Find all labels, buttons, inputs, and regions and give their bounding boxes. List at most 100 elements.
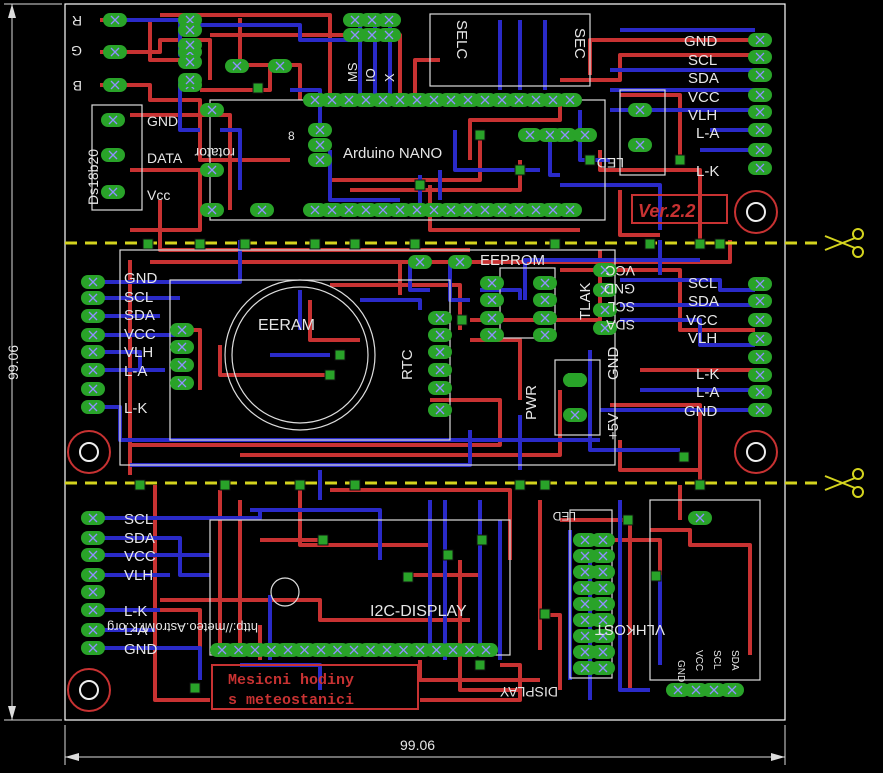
mid-left-header-pad (81, 291, 105, 305)
dim-width-label: 99.06 (400, 737, 435, 753)
tr-pin-la: L-A (696, 125, 719, 142)
component-pad (593, 283, 617, 297)
led-header-pad (573, 549, 597, 563)
display-pad (474, 643, 498, 657)
mid-left-header-pad (81, 363, 105, 377)
via (549, 238, 561, 250)
via (324, 369, 336, 381)
mr-pin-vcc: VCC (686, 312, 718, 329)
ds-pin-gnd: GND (147, 113, 178, 129)
bot-left-header-pad (81, 531, 105, 545)
bl-pin-scl: SCL (124, 511, 153, 528)
bl-pin-lk: L-K (124, 603, 147, 620)
component-pad (170, 340, 194, 354)
via (349, 479, 361, 491)
vlhkost-pad (720, 683, 744, 697)
mr-pin-gnd: GND (684, 403, 718, 420)
component-pad (200, 163, 224, 177)
via (442, 549, 454, 561)
mid-right-header-pad (748, 368, 772, 382)
vlhkost-pad (688, 511, 712, 525)
header-io: IO (363, 68, 378, 82)
via (317, 534, 329, 546)
via (334, 349, 346, 361)
component-pad (170, 376, 194, 390)
vlhkost-label: VLHKOST (595, 621, 665, 638)
rgb-led-labels: R G B (71, 13, 82, 94)
led-header-pad (591, 613, 615, 627)
ds18b20-label: Ds18b20 (85, 149, 101, 205)
rgb-pad (103, 45, 127, 59)
header-x: X (382, 73, 397, 82)
ml-pin-scl: SCL (124, 289, 153, 306)
vlhkost-pad (684, 683, 708, 697)
via (476, 534, 488, 546)
vk-pin-vcc: VCC (693, 650, 704, 671)
ml-pin-gnd: GND (124, 270, 158, 287)
component-pad (533, 311, 557, 325)
rgb-label-r: R (72, 13, 82, 29)
mr-pin-vlh: VLH (688, 330, 717, 347)
bl-pin-la: L-A (124, 622, 147, 639)
vk-pin-gnd: GND (675, 660, 686, 682)
version-label: Ver.2.2 (638, 201, 695, 221)
led-header-pad (573, 645, 597, 659)
via (414, 179, 426, 191)
via (239, 238, 251, 250)
led-header-pad (573, 565, 597, 579)
component-pad (628, 103, 652, 117)
text-box (211, 664, 419, 710)
led-header-pad (591, 597, 615, 611)
component-pad (628, 138, 652, 152)
pwr-square (568, 373, 582, 387)
via (650, 570, 662, 582)
top-right-header-pad (748, 123, 772, 137)
gnd-pwr-label: GND (605, 347, 622, 381)
led-header-pad (591, 549, 615, 563)
bl-pin-vlh: VLH (124, 567, 153, 584)
top-right-header-pad (748, 105, 772, 119)
component-pad (308, 153, 332, 167)
component-pad (428, 381, 452, 395)
led-header-pad (591, 661, 615, 675)
via (678, 451, 690, 463)
dim-height-label: 99.06 (5, 345, 21, 380)
via (252, 82, 264, 94)
top-right-pin-labels: GND SCL SDA VCC VLH L-A L-K (684, 33, 720, 180)
tlak-vcc: VCC (605, 263, 635, 279)
component-pad (225, 59, 249, 73)
component-pad (428, 311, 452, 325)
mid-left-pin-labels: GND SCL SDA VCC VLH L-A L-K (124, 270, 158, 417)
mid-right-pin-labels: SCL SDA VCC VLH L-K L-A GND (684, 275, 719, 420)
bot-left-header-pad (81, 548, 105, 562)
ml-pin-lk: L-K (124, 400, 147, 417)
rotator-label: rotator (194, 145, 235, 161)
ds-pin-data: DATA (147, 150, 183, 166)
scissors-icon (824, 468, 864, 498)
component-pad (170, 358, 194, 372)
mid-left-header-pad (81, 309, 105, 323)
eeprom-label: EEPROM (480, 252, 545, 269)
via (294, 479, 306, 491)
component-pad (593, 321, 617, 335)
sec-label: SEC (571, 28, 588, 59)
via (189, 682, 201, 694)
tlak-gnd: GND (604, 281, 635, 297)
component-pad (553, 128, 577, 142)
via (694, 238, 706, 250)
bot-left-header-pad (81, 585, 105, 599)
i2c-display-label: I2C-DISPLAY (370, 603, 467, 620)
top-right-header-pad (748, 88, 772, 102)
tr-pin-gnd: GND (684, 33, 718, 50)
selc-label: SELC (453, 20, 470, 59)
via (674, 154, 686, 166)
mid-right-header-pad (748, 350, 772, 364)
component-pad (573, 128, 597, 142)
rgb-pad (178, 73, 202, 87)
tr-pin-scl: SCL (688, 52, 717, 69)
display-mirror-label: DISPLAY (499, 684, 558, 700)
led-header-pad (573, 629, 597, 643)
board-outline (64, 3, 786, 721)
mid-left-header-pad (81, 275, 105, 289)
led-header-pad (573, 597, 597, 611)
